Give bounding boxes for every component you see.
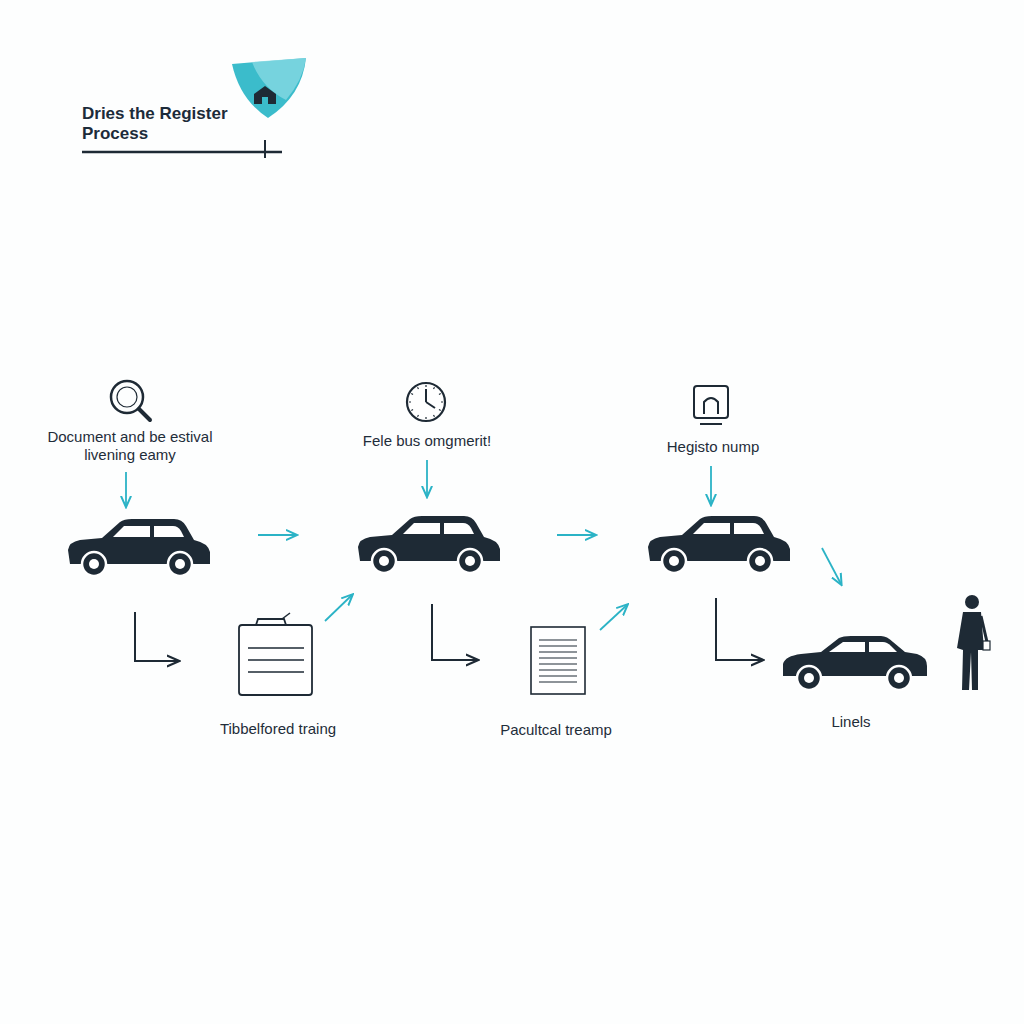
car-wheel (887, 666, 911, 690)
document-line (539, 651, 577, 652)
car-hub (804, 673, 814, 683)
step-label: Document and be estival livening eamy (30, 428, 230, 464)
document-line (539, 675, 577, 676)
clock-tick (425, 385, 426, 387)
document-line (539, 669, 577, 670)
label-block: Fele bus omgmerit! (327, 432, 527, 450)
magnifier-lens (117, 387, 137, 407)
document-line (539, 645, 577, 646)
clock-tick (411, 410, 413, 411)
flow-arrow (325, 595, 352, 621)
clock-tick (418, 387, 419, 389)
step-label: Hegisto nump (623, 438, 803, 456)
clock-hand (426, 402, 435, 408)
step-label: Pacultcal treamp (461, 721, 651, 739)
logo-shield (232, 58, 306, 118)
person-arm (981, 616, 987, 642)
car-hub (894, 673, 904, 683)
document-lines (539, 640, 577, 682)
person-keys (983, 641, 990, 650)
clock-tick (439, 394, 441, 395)
clipboard-line (248, 659, 304, 660)
clipboard-line (248, 671, 304, 672)
document-line (539, 663, 577, 664)
step-label: Linels (791, 713, 911, 731)
clock-tick (434, 415, 435, 417)
flow-arrow (426, 460, 428, 496)
document-line (539, 639, 577, 640)
car-window (869, 642, 897, 652)
sedan-illustration (783, 636, 927, 690)
person-body (957, 612, 984, 690)
register-icon-base (700, 423, 722, 425)
label-block: Document and be estival livening eamy (30, 428, 230, 464)
clock-tick (441, 401, 443, 402)
bracket-arrow (135, 612, 178, 661)
step-label: Tibbelfored traing (183, 720, 373, 738)
register-icon-mark (704, 398, 718, 414)
clipboard-clip (256, 619, 286, 625)
magnifier-handle (139, 409, 150, 420)
car-window (829, 642, 865, 652)
bracket-arrow (716, 598, 762, 660)
clock-icon (407, 383, 445, 421)
clipboard-lines (248, 648, 304, 672)
label-block: Pacultcal treamp (461, 721, 651, 739)
clock-tick (409, 401, 411, 402)
document-icon (531, 627, 585, 694)
car-illustration (358, 516, 500, 573)
flow-arrow (125, 472, 127, 506)
flow-arrow (710, 466, 712, 504)
car-wheel (797, 666, 821, 690)
car-illustration (68, 519, 210, 576)
clock-tick (411, 394, 413, 395)
title-underline (82, 151, 282, 154)
clock-tick (418, 415, 419, 417)
person-figure (957, 595, 990, 690)
clock-tick (439, 410, 441, 411)
clipboard-icon (239, 625, 312, 695)
clock-ticks (409, 385, 443, 419)
person-head (965, 595, 979, 609)
step-label: Fele bus omgmerit! (327, 432, 527, 450)
flow-arrow (600, 605, 627, 630)
label-block: Linels (791, 713, 911, 731)
flow-arrow (822, 548, 841, 584)
logo-door (262, 97, 268, 104)
clipboard-clip (282, 613, 290, 619)
clock-tick (434, 387, 435, 389)
title-block: Dries the Register Process (82, 104, 247, 145)
title-tick (264, 140, 266, 158)
label-block: Tibbelfored traing (183, 720, 373, 738)
document-line (539, 681, 577, 682)
clock-hand (425, 389, 427, 402)
diagram-title: Dries the Register Process (82, 104, 247, 145)
clock-tick (425, 417, 426, 419)
flow-arrow (557, 534, 595, 536)
clipboard-line (248, 647, 304, 648)
register-icon (694, 386, 728, 418)
car-illustration (648, 516, 790, 573)
document-line (539, 657, 577, 658)
flow-arrow (258, 534, 296, 536)
bracket-arrow (432, 604, 477, 660)
logo-house (254, 86, 276, 104)
label-block: Hegisto nump (623, 438, 803, 456)
